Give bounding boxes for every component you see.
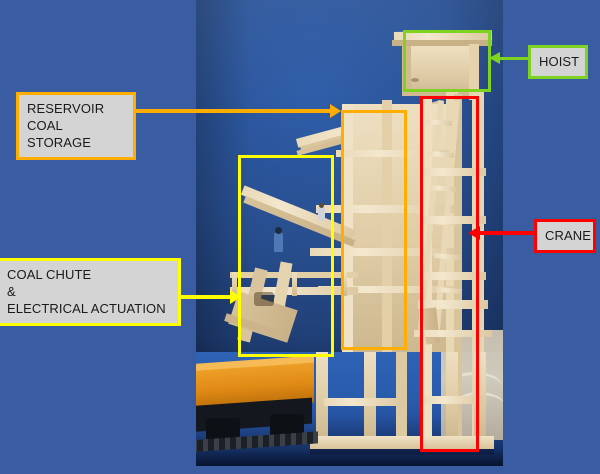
crane-beam-3 bbox=[420, 272, 486, 280]
label-coal-chute-electrical-actuation[interactable]: COAL CHUTE & ELECTRICAL ACTUATION bbox=[0, 258, 181, 326]
worker-figure-white-head bbox=[319, 203, 324, 208]
base-sill bbox=[310, 436, 494, 449]
worker-figure-blue bbox=[274, 232, 283, 252]
crane-beam-1 bbox=[420, 168, 486, 176]
crane-beam-4 bbox=[418, 300, 488, 309]
leader-line-reservoir bbox=[136, 109, 332, 113]
highlight-rect-crane bbox=[420, 96, 479, 452]
label-reservoir-coal-storage[interactable]: RESERVOIR COAL STORAGE bbox=[16, 92, 136, 160]
walkway-baluster-2 bbox=[292, 272, 297, 296]
tower-rail-4 bbox=[318, 286, 462, 293]
worker-figure-white bbox=[318, 207, 325, 221]
hoist-house-post-right bbox=[469, 44, 479, 100]
tower-post-2 bbox=[382, 100, 392, 352]
actuator-block bbox=[254, 292, 274, 306]
highlight-rect-hoist bbox=[403, 30, 491, 92]
hoist-house-roof-edge bbox=[392, 40, 492, 46]
leader-line-crane bbox=[479, 231, 536, 235]
hoist-house-wall bbox=[402, 46, 478, 96]
tower-rail-3 bbox=[310, 248, 462, 256]
tower-rail-1 bbox=[336, 150, 462, 157]
label-hoist[interactable]: HOIST bbox=[528, 45, 588, 79]
leader-line-coal-chute bbox=[181, 295, 233, 299]
base-cross-brace bbox=[324, 398, 402, 406]
walkway-baluster-1 bbox=[232, 272, 237, 296]
base-cross-brace-right bbox=[422, 396, 484, 404]
base-shadow bbox=[310, 449, 494, 455]
crane-beam-2 bbox=[420, 216, 486, 224]
crane-beam-5 bbox=[414, 330, 492, 337]
walkway-baluster-3 bbox=[342, 272, 347, 296]
hoist-house-post-left bbox=[402, 46, 411, 96]
tower-rail-2 bbox=[316, 205, 462, 213]
arrowhead-crane bbox=[468, 226, 480, 240]
worker-figure-blue-head bbox=[275, 227, 282, 234]
arrowhead-hoist bbox=[489, 52, 500, 64]
leg-2 bbox=[364, 352, 376, 440]
arrowhead-reservoir bbox=[330, 104, 341, 118]
label-crane[interactable]: CRANE bbox=[534, 219, 596, 253]
model-photograph bbox=[196, 0, 503, 466]
crane-post-mid bbox=[454, 94, 462, 446]
leg-1 bbox=[316, 352, 328, 440]
leg-3 bbox=[396, 352, 407, 440]
highlight-rect-coal-chute bbox=[238, 155, 334, 357]
arrowhead-coal-chute bbox=[230, 290, 241, 304]
hoist-house-knot bbox=[411, 78, 419, 82]
leader-line-hoist bbox=[500, 57, 530, 60]
highlight-rect-reservoir bbox=[341, 110, 407, 350]
